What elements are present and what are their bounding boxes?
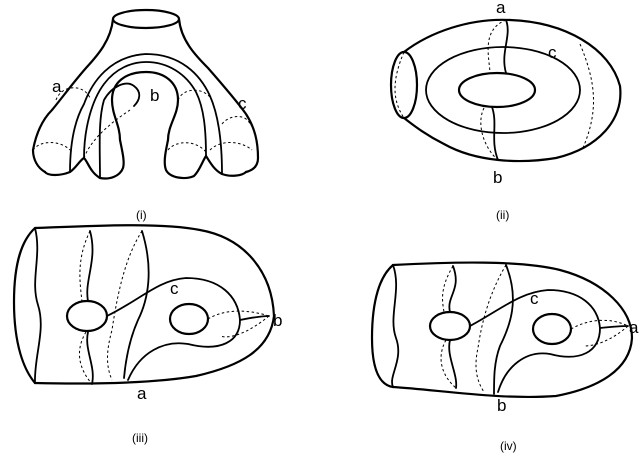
panel-iv-label-a: a (629, 318, 639, 337)
panel-i: a b c (i) (33, 10, 258, 222)
panel-iv-left-boundary-inner (392, 265, 398, 387)
panel-iv-hole-right (533, 314, 571, 344)
panel-iv-left-boundary (372, 265, 393, 387)
panel-i-hidden-c (222, 117, 250, 125)
panel-iii-hole-right (170, 304, 208, 334)
panel-iii: c b a (iii) (14, 225, 282, 445)
panel-ii: a c b (ii) (391, 0, 620, 222)
panel-iv-hidden-1 (443, 266, 453, 312)
panel-ii-label-c: c (548, 43, 557, 62)
panel-ii-curve-c (426, 47, 580, 133)
panel-iv-caption: (iv) (500, 439, 517, 453)
panel-iv-label-c: c (530, 289, 539, 308)
panel-iii-label-c: c (170, 279, 179, 298)
panel-iv-outer-body (393, 263, 632, 397)
panel-i-hidden-foot3 (168, 143, 206, 152)
panel-ii-hidden-left (395, 52, 404, 118)
panel-ii-caption: (ii) (496, 208, 509, 222)
panel-iv-curve-b (494, 265, 513, 394)
panel-ii-boundary (391, 52, 417, 118)
panel-iii-label-b: b (273, 311, 282, 330)
panel-iii-left-boundary-inner (35, 228, 41, 383)
panel-iv-wave (449, 266, 456, 388)
panel-iv-hole-left (430, 312, 470, 340)
panel-i-caption: (i) (136, 208, 147, 222)
panel-ii-hole (459, 73, 535, 107)
panel-ii-label-a: a (496, 0, 506, 17)
panel-iii-left-boundary (14, 228, 35, 383)
panel-i-label-b: b (150, 86, 159, 105)
panel-i-hidden-foot4 (210, 143, 252, 151)
panel-i-inner-arch (112, 72, 178, 140)
panel-ii-hidden-right (580, 44, 594, 150)
panel-ii-label-b: b (493, 168, 502, 187)
panel-iv-label-b: b (497, 396, 506, 415)
panel-iii-label-a: a (137, 384, 147, 403)
panel-iv-curve-c-end (600, 326, 628, 328)
panel-iii-wave (87, 231, 93, 384)
panel-iv-hidden-3 (476, 265, 506, 392)
panel-i-outer-body (33, 19, 258, 172)
panel-i-label-c: c (238, 94, 247, 113)
panel-iii-caption: (iii) (132, 431, 148, 445)
panel-iii-hole-left (67, 301, 107, 331)
panel-iii-outer-body (35, 225, 274, 383)
panel-i-hidden-foot1 (33, 143, 70, 151)
panel-ii-outer-body (404, 20, 620, 161)
panel-i-label-a: a (52, 77, 62, 96)
panel-i-top-boundary (113, 10, 179, 28)
panel-iv-hidden-5 (584, 326, 628, 346)
panel-iv: c a b (iv) (372, 263, 639, 453)
panel-iii-hidden-1 (80, 231, 90, 302)
